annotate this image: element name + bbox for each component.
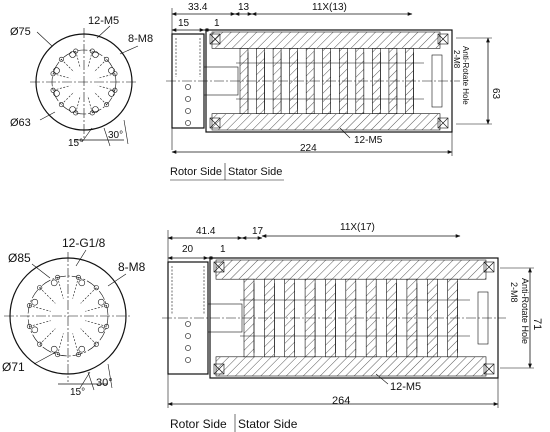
side-hole-icon	[185, 84, 191, 90]
bottom-dim-height: 71	[531, 318, 543, 330]
port-hole-icon	[93, 285, 99, 291]
port-hole-icon	[104, 102, 110, 108]
side-hole-icon	[185, 321, 191, 327]
port-hole-icon	[89, 110, 95, 116]
top-note-2: 2-M8	[452, 50, 461, 69]
bolt-hole-icon	[97, 326, 105, 334]
bottom-drawing-set: Ø85 12-G1/8 8-M8 Ø71 15° 30° 41.4 17 11X…	[2, 222, 543, 432]
bottom-end-view: Ø85 12-G1/8 8-M8 Ø71 15° 30°	[2, 236, 146, 398]
bottom-stator-side: Stator Side	[238, 417, 298, 431]
top-side-holes: 12-M5	[354, 135, 383, 146]
bottom-end-holes-b: 8-M8	[118, 260, 146, 274]
bottom-side-holes: 12-M5	[390, 381, 421, 393]
port-hole-icon	[58, 56, 64, 62]
port-hole-icon	[26, 323, 32, 329]
bolt-hole-icon	[69, 51, 76, 58]
port-hole-icon	[73, 48, 79, 54]
port-hole-icon	[73, 110, 79, 116]
top-drawing-set: Ø75 12-M5 8-M8 Ø63 15° 30° 33.4 13 11X(1…	[10, 2, 501, 181]
bottom-dim-a: 41.4	[196, 226, 216, 237]
bottom-rotor-side: Rotor Side	[170, 417, 227, 431]
bolt-hole-icon	[92, 51, 99, 58]
bolt-hole-icon	[78, 345, 86, 353]
top-rotor-side: Rotor Side	[170, 166, 222, 178]
bottom-dim-length: 264	[332, 395, 350, 407]
top-stator-side: Stator Side	[228, 166, 282, 178]
port-hole-icon	[75, 352, 81, 358]
side-hole-icon	[185, 96, 191, 102]
top-side-geometry	[166, 8, 492, 156]
bolt-hole-icon	[69, 106, 76, 113]
bolt-hole-icon	[78, 279, 86, 287]
port-hole-icon	[75, 274, 81, 280]
top-dim-a: 33.4	[188, 2, 208, 13]
bolt-hole-icon	[50, 279, 58, 287]
port-hole-icon	[112, 71, 118, 77]
top-dim-d: 15	[178, 18, 190, 29]
bottom-side-geometry	[162, 230, 534, 408]
top-side-view: 33.4 13 11X(13) 15 1 224 63 12-M5 Anti-R…	[166, 2, 501, 181]
top-end-dia-outer: Ø75	[10, 26, 31, 38]
top-end-view: Ø75 12-M5 8-M8 Ø63 15° 30°	[10, 15, 153, 149]
port-hole-icon	[104, 303, 110, 309]
port-hole-icon	[50, 87, 56, 93]
port-hole-icon	[104, 323, 110, 329]
bolt-hole-icon	[50, 345, 58, 353]
top-dim-b: 13	[238, 2, 250, 13]
port-hole-icon	[93, 341, 99, 347]
top-end-angle-b: 30°	[108, 130, 123, 141]
bolt-hole-icon	[31, 298, 39, 306]
port-hole-icon	[58, 102, 64, 108]
side-hole-icon	[185, 108, 191, 114]
top-dim-height: 63	[490, 88, 501, 100]
port-hole-icon	[112, 87, 118, 93]
bottom-end-dia-outer: Ø85	[8, 251, 31, 265]
port-hole-icon	[50, 71, 56, 77]
bottom-dim-b: 17	[252, 226, 264, 237]
port-hole-icon	[89, 48, 95, 54]
top-end-angle-a: 15°	[68, 138, 83, 149]
side-hole-icon	[185, 333, 191, 339]
bottom-note-2: 2-M8	[509, 282, 519, 303]
side-hole-icon	[185, 120, 191, 126]
top-dim-c: 11X(13)	[312, 2, 347, 13]
top-end-holes-a: 12-M5	[88, 15, 119, 27]
port-hole-icon	[37, 341, 43, 347]
bottom-dim-e: 1	[220, 244, 226, 255]
bolt-hole-icon	[31, 326, 39, 334]
top-end-geometry	[30, 28, 138, 147]
bolt-hole-icon	[53, 67, 60, 74]
top-end-dia-pcd: Ø63	[10, 117, 31, 129]
port-hole-icon	[104, 56, 110, 62]
port-hole-icon	[37, 285, 43, 291]
top-end-holes-b: 8-M8	[128, 33, 153, 45]
bottom-end-holes-a: 12-G1/8	[62, 236, 106, 250]
bottom-dim-c: 11X(17)	[340, 222, 375, 233]
bottom-end-angle-b: 30°	[96, 377, 113, 389]
bottom-end-geometry	[4, 252, 132, 391]
bottom-side-view: 41.4 17 11X(17) 20 1 264 71 12-M5 Anti-R…	[162, 222, 543, 432]
bolt-hole-icon	[108, 90, 115, 97]
top-note-1: Anti-Rotate Hole	[461, 46, 470, 105]
top-dim-length: 224	[300, 143, 317, 154]
port-hole-icon	[55, 352, 61, 358]
side-hole-icon	[185, 357, 191, 363]
bottom-end-angle-a: 15°	[70, 387, 85, 398]
port-hole-icon	[55, 274, 61, 280]
bolt-hole-icon	[53, 90, 60, 97]
port-hole-icon	[26, 303, 32, 309]
bottom-note-1: Anti-Rotate Hole	[520, 278, 530, 344]
side-hole-icon	[185, 345, 191, 351]
top-dim-e: 1	[214, 18, 220, 29]
bolt-hole-icon	[92, 106, 99, 113]
bolt-hole-icon	[108, 67, 115, 74]
bottom-end-dia-pcd: Ø71	[2, 360, 25, 374]
bolt-hole-icon	[97, 298, 105, 306]
bottom-dim-d: 20	[182, 244, 194, 255]
